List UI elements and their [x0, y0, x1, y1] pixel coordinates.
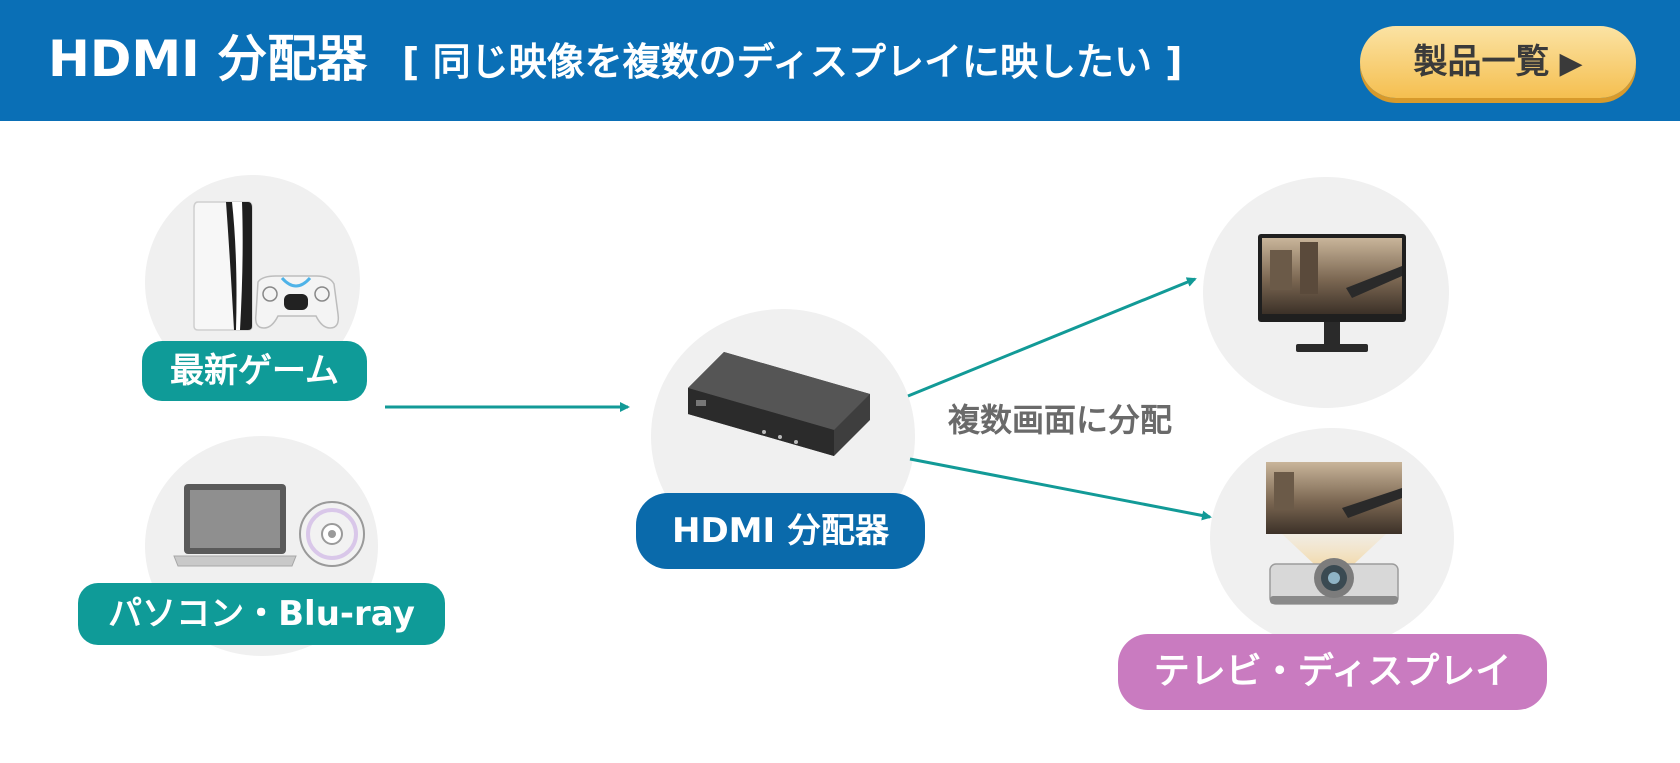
- page-title: HDMI 分配器: [48, 30, 368, 88]
- distribute-label: 複数画面に分配: [948, 401, 1173, 439]
- game-console-icon: [193, 201, 340, 331]
- tv-display-label: テレビ・ディスプレイ: [1118, 634, 1547, 710]
- laptop-disc-icon: [173, 484, 365, 567]
- splitter-label: HDMI 分配器: [636, 493, 925, 569]
- play-arrow-icon: ▶: [1559, 46, 1583, 81]
- game-label: 最新ゲーム: [142, 341, 367, 401]
- output-arrow-projector: [909, 457, 1212, 521]
- product-list-button[interactable]: 製品一覧 ▶: [1360, 26, 1636, 98]
- hdmi-splitter-device-icon: [688, 352, 870, 456]
- header-bar: HDMI 分配器 [ 同じ映像を複数のディスプレイに映したい ] 製品一覧 ▶: [0, 0, 1680, 121]
- pc-bluray-label: パソコン・Blu-ray: [78, 583, 445, 645]
- product-list-button-label: 製品一覧: [1413, 42, 1550, 82]
- monitor-icon: [1258, 234, 1406, 352]
- output-arrow-monitor: [907, 277, 1197, 398]
- projector-icon: [1266, 462, 1402, 605]
- page-subtitle: [ 同じ映像を複数のディスプレイに映したい ]: [402, 40, 1183, 84]
